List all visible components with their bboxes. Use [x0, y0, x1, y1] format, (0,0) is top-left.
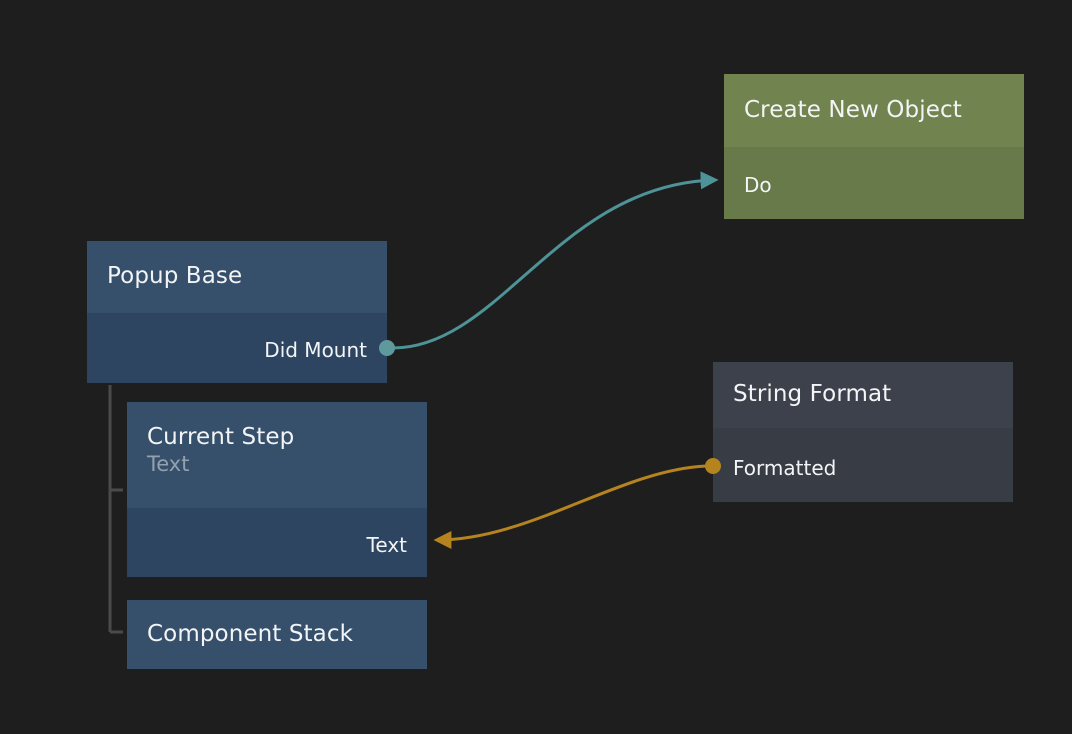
- node-body-current-step: Text: [127, 508, 427, 577]
- port-dot-formatted[interactable]: [705, 458, 721, 474]
- node-header-create-new-object[interactable]: Create New Object: [724, 74, 1024, 147]
- node-body-create-new-object: Do: [724, 147, 1024, 219]
- node-title-component-stack: Component Stack: [147, 620, 354, 647]
- port-row-do[interactable]: Do: [744, 173, 772, 197]
- node-component-stack[interactable]: Component Stack: [127, 600, 427, 669]
- node-popup-base[interactable]: Popup Base Did Mount: [87, 241, 395, 383]
- node-title-string-format: String Format: [733, 381, 892, 408]
- node-title-current-step: Current Step: [147, 424, 295, 450]
- node-header-current-step[interactable]: Current Step Text: [127, 402, 427, 508]
- port-row-text[interactable]: Text: [367, 533, 407, 557]
- node-body-popup-base: Did Mount: [87, 313, 387, 383]
- node-current-step[interactable]: Current Step Text Text: [127, 402, 427, 577]
- port-row-did-mount[interactable]: Did Mount: [264, 338, 367, 362]
- node-title-popup-base: Popup Base: [107, 263, 243, 290]
- port-label-do: Do: [744, 173, 772, 197]
- port-label-did-mount: Did Mount: [264, 338, 367, 362]
- wire-formatted-to-text[interactable]: [433, 464, 707, 549]
- port-dot-did-mount[interactable]: [379, 340, 395, 356]
- port-row-formatted[interactable]: Formatted: [733, 456, 836, 480]
- node-header-popup-base[interactable]: Popup Base: [87, 241, 387, 313]
- node-header-component-stack[interactable]: Component Stack: [127, 600, 427, 669]
- node-string-format[interactable]: String Format Formatted: [705, 362, 1013, 502]
- node-header-string-format[interactable]: String Format: [713, 362, 1013, 428]
- node-body-string-format: Formatted: [713, 428, 1013, 502]
- port-label-text: Text: [366, 533, 407, 557]
- node-title-create-new-object: Create New Object: [744, 96, 962, 123]
- wire-did-mount-to-do[interactable]: [392, 171, 719, 350]
- port-label-formatted: Formatted: [733, 456, 837, 480]
- node-create-new-object[interactable]: Create New Object Do: [724, 74, 1024, 219]
- node-subtitle-current-step: Text: [147, 452, 190, 477]
